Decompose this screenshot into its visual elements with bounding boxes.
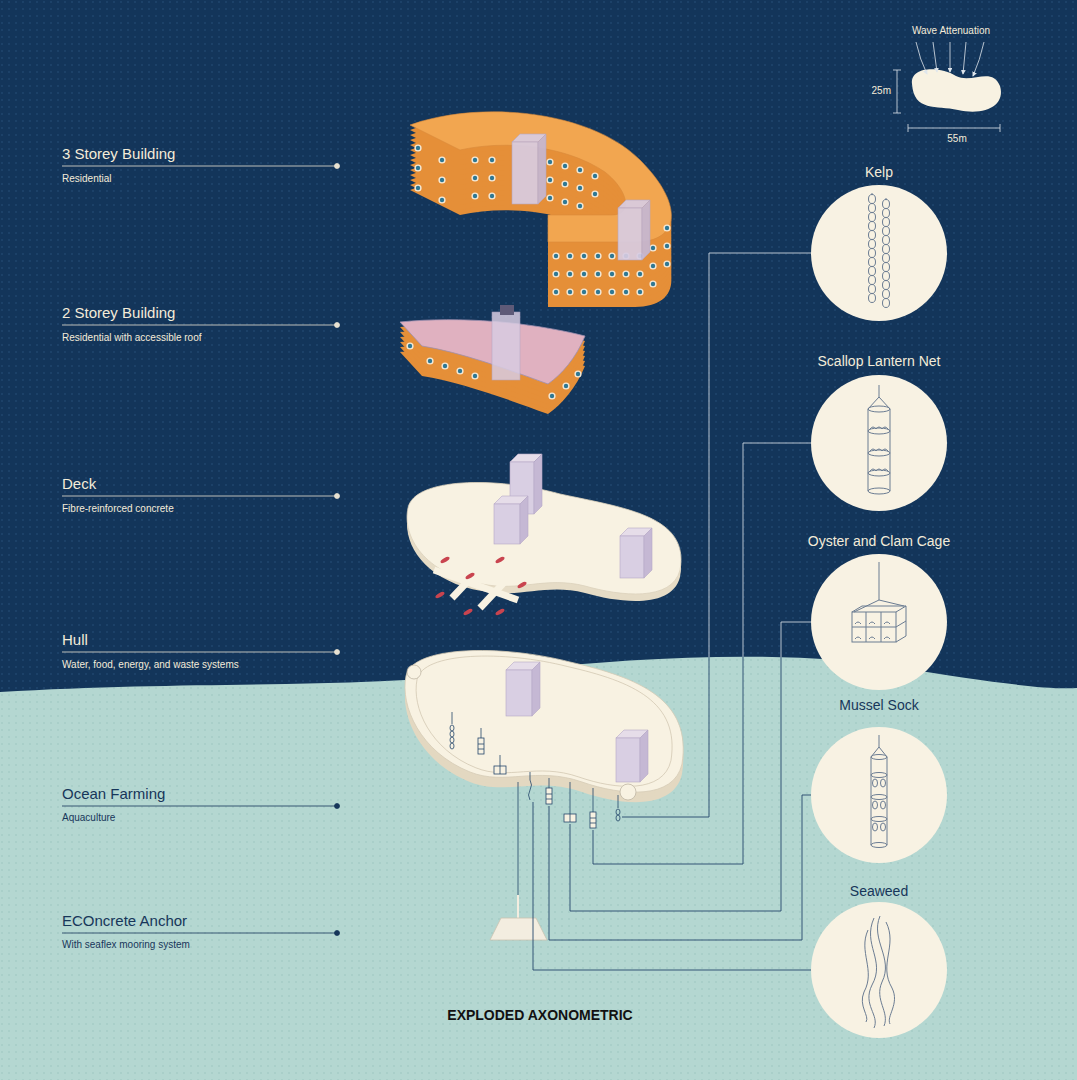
part-name: Hull bbox=[62, 631, 88, 649]
circle-shape bbox=[789, 183, 969, 323]
part-name: 3 Storey Building bbox=[62, 145, 175, 163]
part-name: Ocean Farming bbox=[62, 785, 165, 803]
part-note: Fibre-reinforced concrete bbox=[62, 503, 174, 515]
circle-shape bbox=[789, 552, 969, 692]
part-note: Residential with accessible roof bbox=[62, 332, 202, 344]
circle-heading: Mussel Sock bbox=[789, 696, 969, 714]
species-circle: Mussel Sock bbox=[789, 696, 969, 865]
part-name: 2 Storey Building bbox=[62, 304, 175, 322]
part-note: Residential bbox=[62, 173, 111, 185]
circle-shape bbox=[789, 900, 969, 1040]
circle-shape bbox=[789, 373, 969, 513]
dimension: 55m bbox=[947, 133, 966, 145]
circle-heading: Seaweed bbox=[789, 882, 969, 900]
dimension: 25m bbox=[872, 85, 891, 97]
circle-heading: Oyster and Clam Cage bbox=[789, 532, 969, 550]
circle-heading: Scallop Lantern Net bbox=[789, 352, 969, 370]
species-circle: Scallop Lantern Net bbox=[789, 352, 969, 513]
species-circle: Seaweed bbox=[789, 882, 969, 1040]
species-circle: Kelp bbox=[789, 163, 969, 323]
part-name: Deck bbox=[62, 475, 96, 493]
part-note: Aquaculture bbox=[62, 812, 115, 824]
diagram-title: EXPLODED AXONOMETRIC bbox=[447, 1007, 632, 1024]
circle-shape bbox=[789, 725, 969, 865]
part-note: With seaflex mooring system bbox=[62, 939, 190, 951]
inset-label: Wave Attenuation bbox=[912, 25, 990, 37]
part-note: Water, food, energy, and waste systems bbox=[62, 659, 239, 671]
species-circle: Oyster and Clam Cage bbox=[789, 532, 969, 692]
circle-heading: Kelp bbox=[789, 163, 969, 181]
part-name: ECOncrete Anchor bbox=[62, 912, 187, 930]
